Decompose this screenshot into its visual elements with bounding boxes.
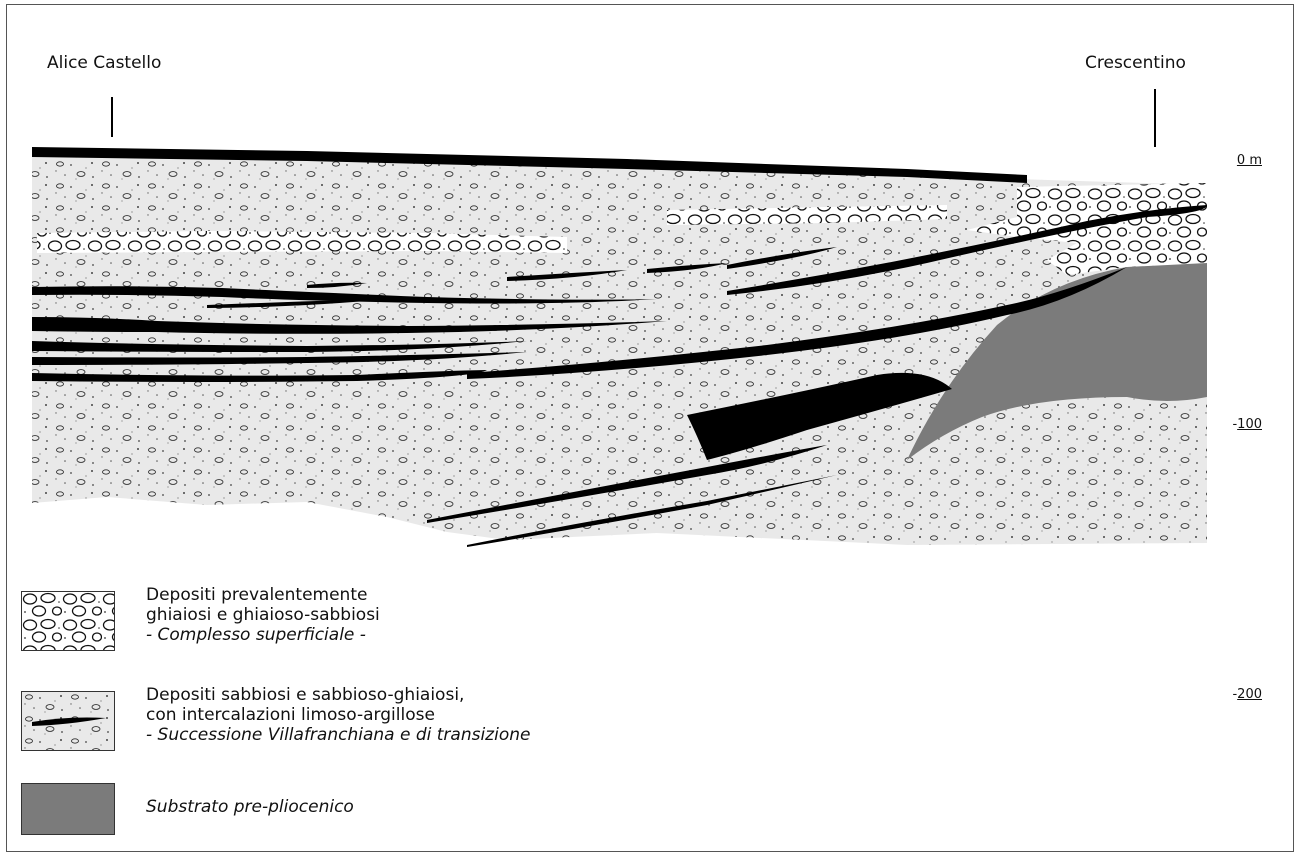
legend-substrate-italic: Substrato pre-pliocenico	[146, 797, 354, 817]
depth-tick-100-label: 100	[1237, 417, 1262, 432]
legend-sand-italic: - Successione Villafranchiana e di trans…	[146, 725, 530, 745]
depth-tick-0-label: 0 m	[1237, 153, 1262, 168]
legend-text-sand: Depositi sabbiosi e sabbioso-ghiaiosi, c…	[146, 685, 530, 745]
depth-tick-200: -200	[1222, 687, 1262, 702]
figure-frame: Alice Castello Crescentino 0 m -100 -200…	[6, 4, 1294, 852]
location-label-crescentino: Crescentino	[1085, 53, 1186, 73]
legend-sand-line-1: Depositi sabbiosi e sabbioso-ghiaiosi,	[146, 685, 530, 705]
location-label-alice-castello: Alice Castello	[47, 53, 161, 73]
legend-swatch-substrate	[21, 783, 115, 835]
legend-swatch-gravel	[21, 591, 115, 651]
legend-text-substrate: Substrato pre-pliocenico	[146, 797, 354, 817]
legend-gravel-line-1: Depositi prevalentemente	[146, 585, 380, 605]
depth-tick-100: -100	[1222, 417, 1262, 432]
depth-tick-200-label: 200	[1237, 687, 1262, 702]
depth-tick-0: 0 m	[1222, 153, 1262, 168]
geological-cross-section	[7, 5, 1293, 565]
legend-gravel-line-2: ghiaiosi e ghiaioso-sabbiosi	[146, 605, 380, 625]
legend-sand-line-2: con intercalazioni limoso-argillose	[146, 705, 530, 725]
legend-swatch-sand	[21, 691, 115, 751]
legend-gravel-italic: - Complesso superficiale -	[146, 625, 380, 645]
legend-text-gravel: Depositi prevalentemente ghiaiosi e ghia…	[146, 585, 380, 645]
